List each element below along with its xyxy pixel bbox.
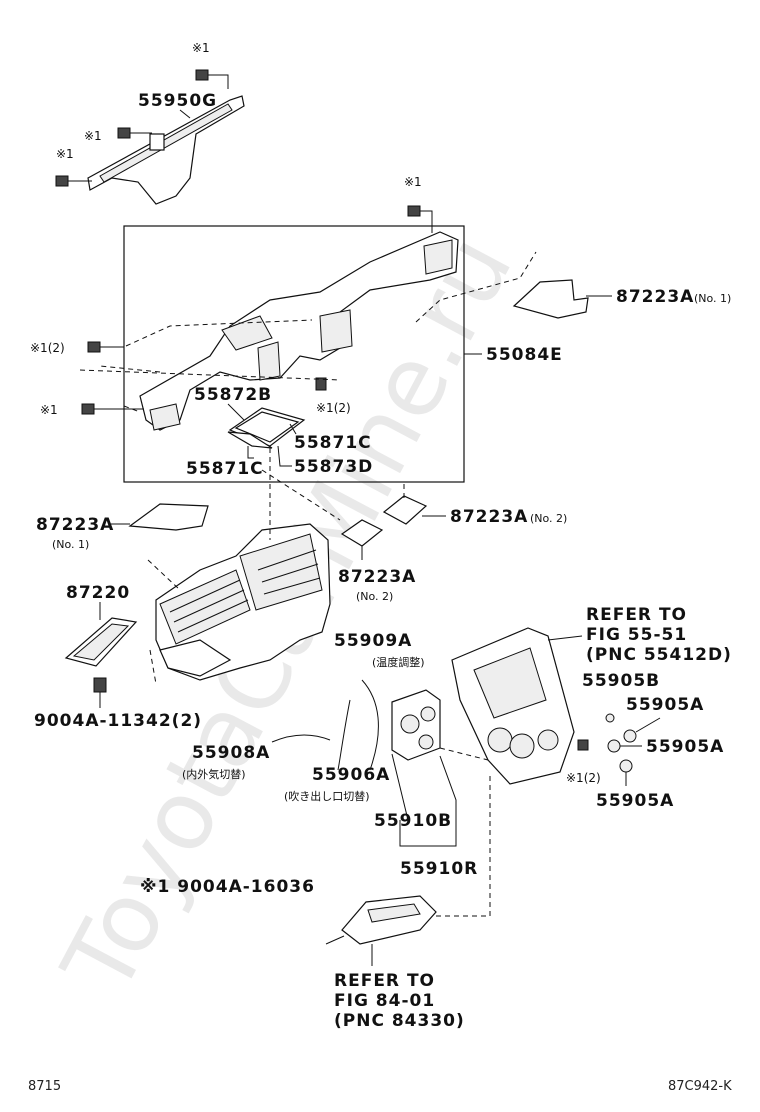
cable-55909A bbox=[361, 679, 379, 771]
footer-right: 87C942-K bbox=[668, 1079, 732, 1094]
hvac-unit-body bbox=[155, 523, 331, 681]
refer-text: FIG 84-01 bbox=[334, 991, 435, 1011]
dashed-guide bbox=[147, 448, 271, 685]
part-87223A-pad bbox=[512, 279, 589, 319]
callout-mark: ※1 bbox=[40, 403, 58, 417]
part-87220-mesh bbox=[72, 623, 130, 661]
leader-line bbox=[635, 717, 661, 733]
callout-mark: ※1(2) bbox=[566, 771, 601, 785]
cable-55908A bbox=[271, 734, 331, 743]
part-label-87223A: 87223A bbox=[616, 287, 694, 307]
part-label-55909A: 55909A bbox=[334, 631, 412, 651]
part-87223A-pad bbox=[340, 519, 384, 547]
part-55950G-duct bbox=[87, 95, 245, 205]
refer-text: FIG 55-51 bbox=[586, 625, 687, 645]
callout-mark: ※1 bbox=[84, 129, 102, 143]
part-label-55872B: 55872B bbox=[194, 385, 272, 405]
part-55910B-control bbox=[391, 689, 441, 761]
part-note: (No. 2) bbox=[356, 590, 393, 603]
leader-line bbox=[227, 403, 245, 421]
callout-mark: ※1(2) bbox=[30, 341, 65, 355]
leader-line bbox=[289, 423, 297, 435]
cable-55906A bbox=[337, 699, 351, 771]
callout-mark: ※1 bbox=[404, 175, 422, 189]
part-label-55871C: 55871C bbox=[294, 433, 372, 453]
leader-line bbox=[391, 753, 457, 847]
part-note: (内外気切替) bbox=[182, 767, 246, 781]
dashed-guide bbox=[415, 251, 537, 323]
part-label-87223A: 87223A bbox=[450, 507, 528, 527]
part-label-55905B: 55905B bbox=[582, 671, 660, 691]
dashed-guide bbox=[79, 319, 341, 413]
part-label-55905A: 55905A bbox=[596, 791, 674, 811]
screw-icon bbox=[93, 677, 107, 693]
part-label-55906A: 55906A bbox=[312, 765, 390, 785]
part-note: (吹き出し口切替) bbox=[284, 789, 370, 803]
knob-icon bbox=[623, 729, 637, 743]
part-label-55905A: 55905A bbox=[646, 737, 724, 757]
refer-text: (PNC 84330) bbox=[334, 1011, 465, 1031]
dashed-guide bbox=[261, 469, 405, 521]
leader-line bbox=[247, 446, 254, 459]
callout-mark: ※1 bbox=[56, 147, 74, 161]
legend-text: ※1 9004A-16036 bbox=[140, 877, 315, 897]
part-label-55908A: 55908A bbox=[192, 743, 270, 763]
refer-text: REFER TO bbox=[586, 605, 687, 625]
part-label-55950G: 55950G bbox=[138, 91, 217, 111]
part-label-55871C: 55871C bbox=[186, 459, 264, 479]
part-label-55910B: 55910B bbox=[374, 811, 452, 831]
knob-icon bbox=[619, 759, 633, 773]
part-87223A-pad bbox=[382, 495, 428, 525]
part-label-55084E: 55084E bbox=[486, 345, 563, 365]
center-panel bbox=[451, 627, 575, 785]
clip-icon bbox=[81, 205, 433, 415]
knob-icon bbox=[605, 713, 615, 723]
part-label-87223A: 87223A bbox=[36, 515, 114, 535]
part-label-87223A: 87223A bbox=[338, 567, 416, 587]
refer-text: REFER TO bbox=[334, 971, 435, 991]
part-label-55905A: 55905A bbox=[626, 695, 704, 715]
clip-icon bbox=[55, 69, 229, 187]
part-note: (温度調整) bbox=[372, 655, 425, 669]
part-control-panel-84330 bbox=[325, 895, 437, 945]
part-note: (No. 2) bbox=[530, 512, 567, 525]
part-label-55873D: 55873D bbox=[294, 457, 373, 477]
part-55871C-filter bbox=[227, 407, 306, 449]
dashed-guide bbox=[420, 747, 491, 917]
part-note: (No. 1) bbox=[694, 292, 731, 305]
clip-icon bbox=[577, 739, 589, 751]
footer-left: 8715 bbox=[28, 1079, 61, 1094]
part-55084E-duct-assembly bbox=[139, 231, 459, 431]
callout-mark: ※1(2) bbox=[316, 401, 351, 415]
part-note: (No. 1) bbox=[52, 538, 89, 551]
callout-mark: ※1 bbox=[192, 41, 210, 55]
part-label-55910R: 55910R bbox=[400, 859, 478, 879]
leader-line bbox=[547, 635, 583, 641]
part-87223A-pad bbox=[128, 503, 209, 531]
leader-line bbox=[277, 445, 292, 467]
part-label-87220: 87220 bbox=[66, 583, 130, 603]
leader-line bbox=[179, 109, 191, 119]
refer-text: (PNC 55412D) bbox=[586, 645, 732, 665]
part-label-9004A-11342: 9004A-11342(2) bbox=[34, 711, 202, 731]
knob-icon bbox=[607, 739, 621, 753]
